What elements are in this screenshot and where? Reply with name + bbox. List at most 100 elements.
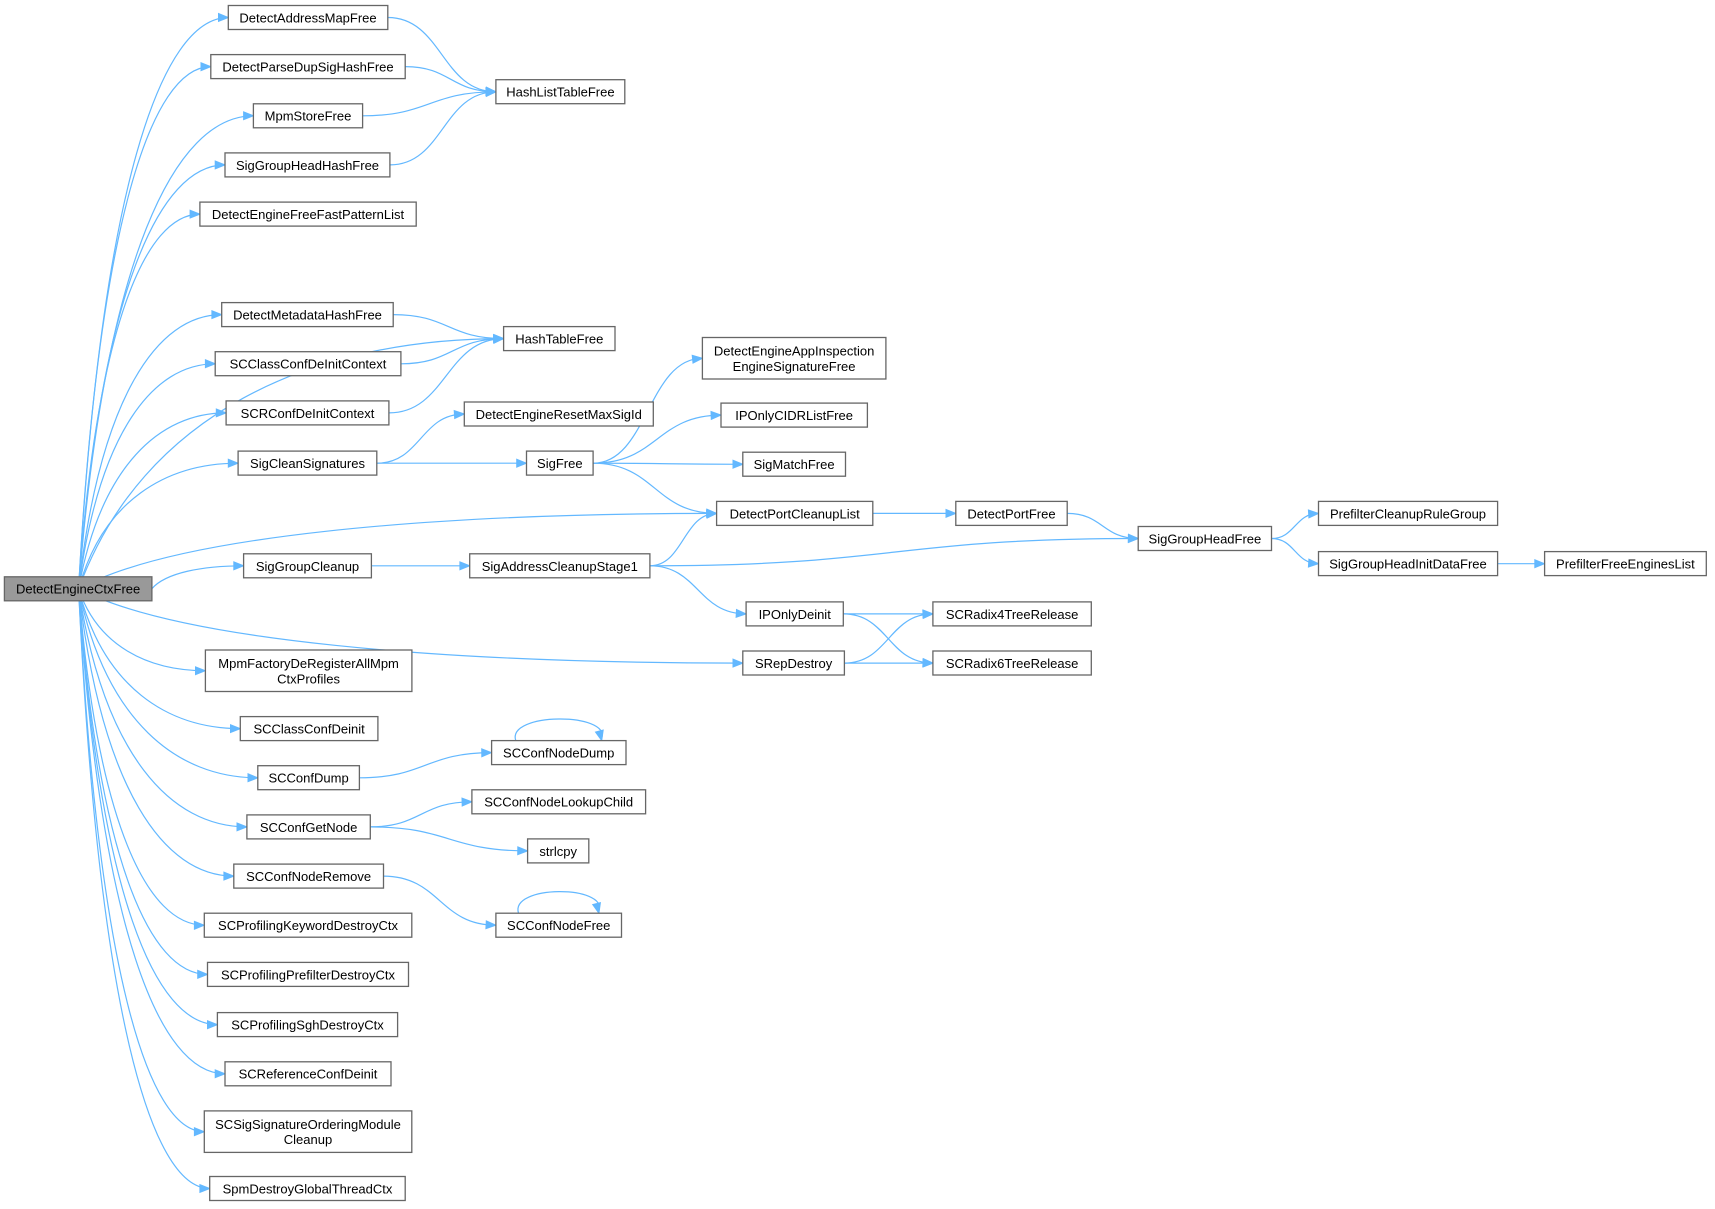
node-box bbox=[955, 500, 1068, 527]
node-hashtable[interactable]: HashTableFree bbox=[502, 325, 616, 352]
edge-confgetnode-to-lookupchild bbox=[370, 801, 472, 828]
node-label: MpmFactoryDeRegisterAllMpm bbox=[218, 656, 399, 671]
node-box bbox=[204, 649, 413, 693]
node-label: DetectMetadataHashFree bbox=[233, 308, 382, 323]
node-label: SCClassConfDeinit bbox=[253, 722, 365, 737]
node-label: DetectAddressMapFree bbox=[239, 10, 376, 25]
node-confdump[interactable]: SCConfDump bbox=[257, 765, 361, 791]
edge-root-to-sggcleanup-arrow bbox=[233, 561, 245, 571]
node-box bbox=[715, 500, 874, 527]
node-radix6[interactable]: SCRadix6TreeRelease bbox=[932, 650, 1092, 676]
node-box bbox=[526, 838, 590, 864]
node-srepdestroy[interactable]: SRepDestroy bbox=[742, 650, 846, 676]
node-metahash[interactable]: DetectMetadataHashFree bbox=[221, 301, 394, 328]
node-box bbox=[1137, 525, 1273, 552]
edge-root-to-refdeinit bbox=[78, 588, 226, 1075]
edge-root-to-mpmfactory-arrow bbox=[195, 666, 207, 676]
node-confnodedump[interactable]: SCConfNodeDump bbox=[490, 739, 627, 766]
edge-root-to-profpre bbox=[78, 588, 208, 975]
node-preffree[interactable]: PrefilterFreeEnginesList bbox=[1543, 550, 1707, 577]
node-box bbox=[246, 814, 371, 840]
node-fastpat[interactable]: DetectEngineFreeFastPatternList bbox=[199, 201, 417, 227]
node-label: SCRConfDeInitContext bbox=[241, 406, 375, 421]
node-confgetnode[interactable]: SCConfGetNode bbox=[246, 814, 371, 840]
edge-root-to-confdump bbox=[78, 588, 258, 779]
node-sigmatch[interactable]: SigMatchFree bbox=[742, 451, 847, 477]
node-box bbox=[1317, 500, 1499, 527]
edge-addrstage1-to-iponlydeinit bbox=[649, 565, 747, 615]
edge-srepdestroy-to-radix4 bbox=[844, 613, 933, 664]
node-label: SCConfNodeLookupChild bbox=[484, 795, 633, 810]
node-sghfree[interactable]: SigGroupHeadFree bbox=[1137, 525, 1273, 552]
node-resetmax[interactable]: DetectEngineResetMaxSigId bbox=[463, 401, 654, 427]
node-mpmstore[interactable]: MpmStoreFree bbox=[252, 103, 364, 129]
node-lookupchild[interactable]: SCConfNodeLookupChild bbox=[471, 789, 647, 815]
edge-root-to-srepdestroy bbox=[78, 588, 743, 664]
node-profkw[interactable]: SCProfilingKeywordDestroyCtx bbox=[203, 912, 413, 938]
node-rconf[interactable]: SCRConfDeInitContext bbox=[225, 400, 390, 426]
edge-srepdestroy-to-radix6-arrow bbox=[922, 658, 935, 668]
node-confnodefree[interactable]: SCConfNodeFree bbox=[495, 912, 623, 938]
node-box bbox=[742, 650, 846, 676]
node-classconf[interactable]: SCClassConfDeInitContext bbox=[214, 351, 402, 377]
node-appinsp[interactable]: DetectEngineAppInspectionEngineSignature… bbox=[701, 336, 887, 380]
node-parsedup[interactable]: DetectParseDupSigHashFree bbox=[210, 53, 406, 80]
edge-sggcleanup-to-addrstage1-arrow bbox=[459, 561, 472, 571]
node-classdeinit[interactable]: SCClassConfDeinit bbox=[239, 715, 379, 742]
edge-root-to-confgetnode-arrow bbox=[236, 822, 249, 832]
node-radix4[interactable]: SCRadix4TreeRelease bbox=[932, 601, 1092, 627]
edge-root-to-classdeinit-arrow bbox=[230, 723, 242, 734]
edge-parsedup-to-hashlist bbox=[405, 66, 496, 93]
node-box bbox=[490, 739, 627, 766]
node-portfree[interactable]: DetectPortFree bbox=[955, 500, 1068, 527]
node-iponlydeinit[interactable]: IPOnlyDeinit bbox=[745, 601, 844, 627]
node-addrmap[interactable]: DetectAddressMapFree bbox=[227, 4, 389, 31]
edge-metahash-to-hashtable bbox=[393, 314, 504, 340]
edge-confnoderemove-to-confnodefree-arrow bbox=[485, 920, 498, 930]
edge-sigclean-to-resetmax bbox=[376, 413, 465, 464]
node-refdeinit[interactable]: SCReferenceConfDeinit bbox=[224, 1061, 392, 1087]
node-label: PrefilterCleanupRuleGroup bbox=[1330, 506, 1486, 521]
node-label: strlcpy bbox=[539, 844, 577, 859]
node-profsgh[interactable]: SCProfilingSghDestroyCtx bbox=[216, 1011, 399, 1038]
node-strlcpy[interactable]: strlcpy bbox=[526, 838, 590, 864]
node-addrstage1[interactable]: SigAddressCleanupStage1 bbox=[469, 553, 651, 579]
node-box bbox=[257, 765, 361, 791]
node-sggcleanup[interactable]: SigGroupCleanup bbox=[242, 553, 373, 579]
node-box bbox=[227, 4, 389, 31]
edge-mpmstore-to-hashlist bbox=[362, 91, 496, 117]
edge-sghinit-to-preffree-arrow bbox=[1534, 558, 1546, 569]
edge-root-to-classdeinit bbox=[78, 588, 241, 730]
edge-root-to-sghhash-arrow bbox=[214, 160, 227, 170]
node-label: SigMatchFree bbox=[754, 457, 835, 472]
edge-root-to-confgetnode bbox=[78, 588, 247, 828]
node-box bbox=[209, 1175, 406, 1202]
node-box bbox=[216, 1011, 399, 1038]
node-root[interactable]: DetectEngineCtxFree bbox=[3, 576, 153, 602]
node-label: MpmStoreFree bbox=[265, 109, 352, 124]
node-sigclean[interactable]: SigCleanSignatures bbox=[237, 450, 378, 476]
node-sghinit[interactable]: SigGroupHeadInitDataFree bbox=[1317, 550, 1499, 577]
node-spm[interactable]: SpmDestroyGlobalThreadCtx bbox=[209, 1175, 406, 1202]
node-box bbox=[233, 863, 385, 889]
node-label: SCProfilingPrefilterDestroyCtx bbox=[221, 967, 396, 982]
node-portcleanup[interactable]: DetectPortCleanupList bbox=[715, 500, 874, 527]
edge-rconf-to-hashtable-arrow bbox=[492, 334, 505, 344]
node-label: SCProfilingKeywordDestroyCtx bbox=[218, 918, 398, 933]
node-sigfree[interactable]: SigFree bbox=[525, 450, 594, 476]
node-profpre[interactable]: SCProfilingPrefilterDestroyCtx bbox=[206, 961, 410, 988]
node-label: SCSigSignatureOrderingModule bbox=[215, 1117, 401, 1132]
node-label: SigGroupHeadInitDataFree bbox=[1329, 557, 1487, 572]
node-box bbox=[199, 201, 417, 227]
edge-root-to-refdeinit-arrow bbox=[214, 1069, 227, 1079]
node-hashlist[interactable]: HashListTableFree bbox=[495, 79, 626, 105]
node-prefcleanup[interactable]: PrefilterCleanupRuleGroup bbox=[1317, 500, 1499, 527]
node-iponlycidr[interactable]: IPOnlyCIDRListFree bbox=[720, 402, 869, 428]
node-label: SCRadix6TreeRelease bbox=[946, 656, 1078, 671]
node-sghhash[interactable]: SigGroupHeadHashFree bbox=[224, 152, 391, 178]
edge-confnodedump-to-confnodedump-arrow bbox=[594, 729, 604, 742]
node-confnoderemove[interactable]: SCConfNodeRemove bbox=[233, 863, 385, 889]
edge-sigfree-to-iponlycidr-arrow bbox=[710, 410, 723, 421]
